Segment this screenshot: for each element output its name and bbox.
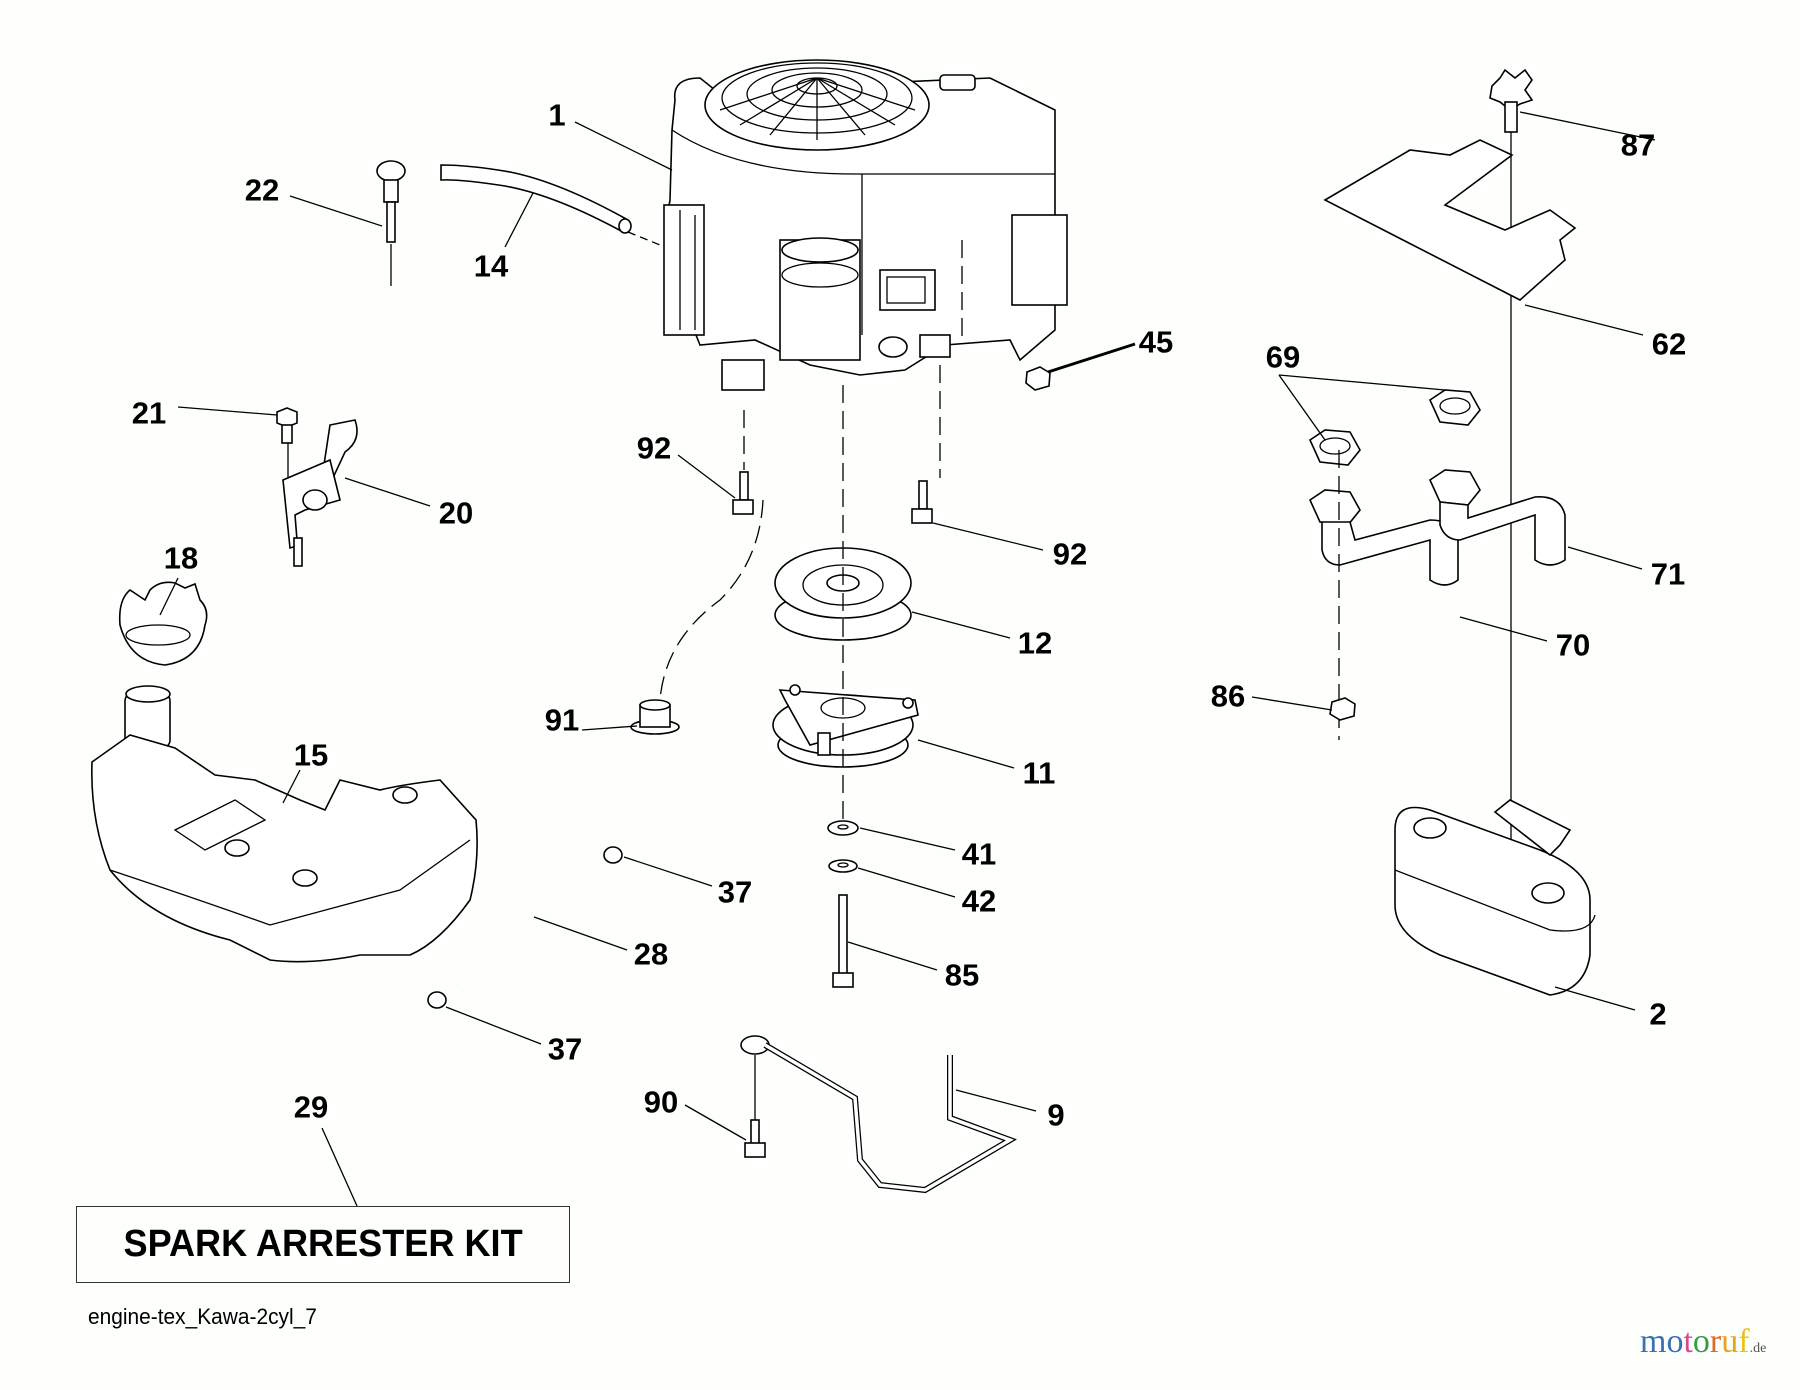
nut-86-drawing <box>1329 697 1356 721</box>
callout-20: 20 <box>438 495 474 531</box>
callout-2: 2 <box>1649 996 1667 1032</box>
callout-29: 29 <box>293 1089 329 1125</box>
watermark-letter: f <box>1738 1323 1750 1360</box>
watermark-letter: r <box>1709 1323 1722 1360</box>
engine-drawing <box>663 59 1068 391</box>
callout-92: 92 <box>1052 536 1088 572</box>
callout-62: 62 <box>1651 326 1687 362</box>
fuel-tank-drawing <box>91 685 478 963</box>
callout-37: 37 <box>547 1031 583 1067</box>
spark-arrester-kit-label: SPARK ARRESTER KIT <box>123 1223 523 1265</box>
callout-87: 87 <box>1620 127 1656 163</box>
leader-lines <box>159 111 1656 1207</box>
fuel-cap-drawing <box>118 581 208 666</box>
callout-22: 22 <box>244 172 280 208</box>
brace-drawing <box>740 1035 1017 1194</box>
watermark-letter: o <box>1666 1323 1684 1360</box>
watermark-logo: motoruf.de <box>1640 1323 1766 1361</box>
callout-90: 90 <box>643 1084 679 1120</box>
bolts-92-drawing <box>732 471 933 524</box>
breather-hose-drawing <box>440 164 661 246</box>
callout-86: 86 <box>1210 678 1246 714</box>
diagram-file-label: engine-tex_Kawa-2cyl_7 <box>88 1304 317 1329</box>
callout-91: 91 <box>544 702 580 738</box>
heat-shield-drawing <box>1323 68 1577 845</box>
callout-18: 18 <box>163 540 199 576</box>
callout-37: 37 <box>717 874 753 910</box>
fuel-line-drawing <box>427 843 623 1009</box>
callout-9: 9 <box>1047 1097 1065 1133</box>
assembly-lines <box>659 365 941 820</box>
exhaust-pipes-drawing <box>1308 389 1566 740</box>
callout-12: 12 <box>1017 625 1053 661</box>
callout-41: 41 <box>961 836 997 872</box>
watermark-letter: u <box>1721 1323 1739 1360</box>
watermark-letter: m <box>1640 1323 1667 1360</box>
watermark-letter: t <box>1683 1323 1693 1360</box>
clutch-drawing <box>772 684 919 768</box>
callout-69: 69 <box>1265 339 1301 375</box>
spark-arrester-kit-box: SPARK ARRESTER KIT <box>76 1206 570 1283</box>
dipstick-drawing <box>376 160 406 286</box>
watermark-letter: o <box>1692 1323 1710 1360</box>
callout-85: 85 <box>944 957 980 993</box>
grommet-drawing <box>630 699 680 735</box>
muffler-drawing <box>1394 799 1596 996</box>
callout-92: 92 <box>636 430 672 466</box>
callout-1: 1 <box>548 97 566 133</box>
callout-21: 21 <box>131 395 167 431</box>
callout-45: 45 <box>1138 324 1174 360</box>
callout-15: 15 <box>293 737 329 773</box>
callout-70: 70 <box>1555 627 1591 663</box>
callout-11: 11 <box>1022 755 1056 791</box>
callout-42: 42 <box>961 883 997 919</box>
throttle-control-drawing <box>276 407 358 567</box>
nut-45-drawing <box>1025 342 1136 391</box>
callout-28: 28 <box>633 936 669 972</box>
callout-71: 71 <box>1650 556 1686 592</box>
callout-14: 14 <box>473 248 509 284</box>
watermark-suffix: .de <box>1749 1341 1767 1356</box>
washers-bolt-drawing <box>827 820 859 988</box>
